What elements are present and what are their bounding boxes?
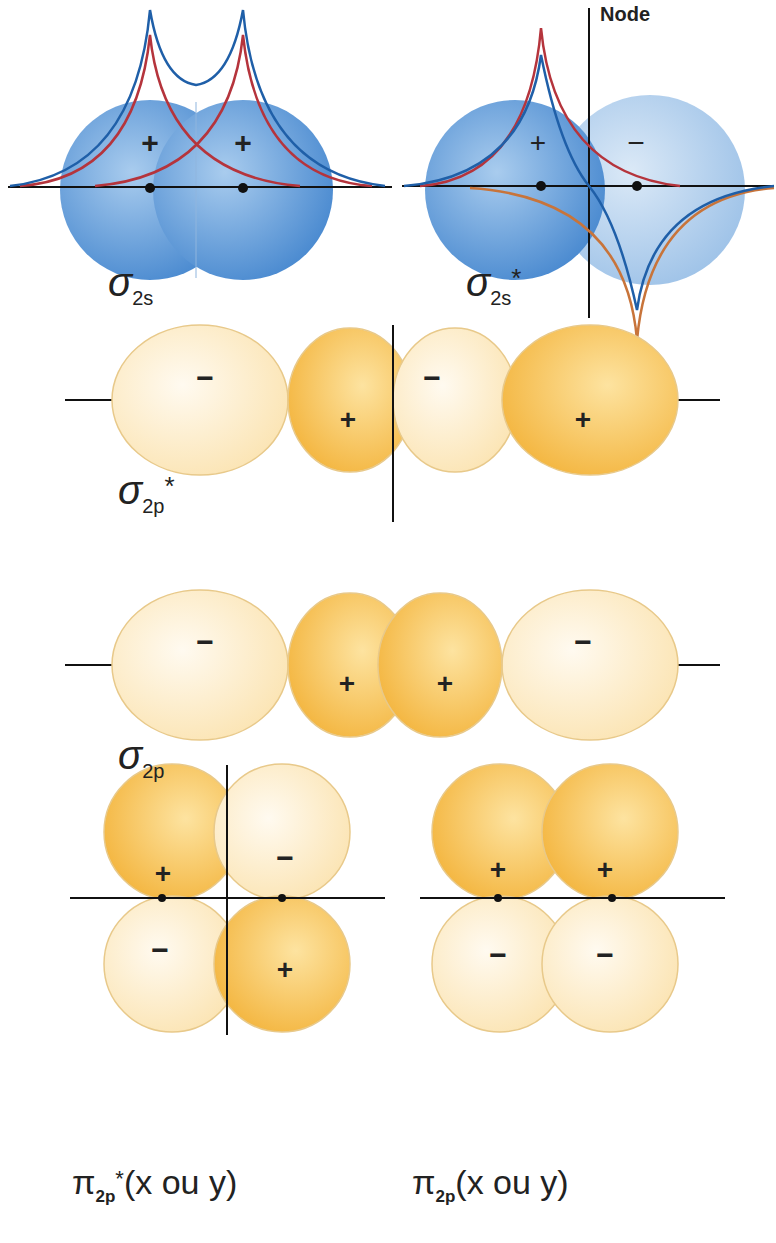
phase-sign: +: [339, 670, 355, 698]
phase-sign: −: [574, 627, 592, 657]
orbital-name: σ2s*: [466, 262, 521, 308]
orbital-name: σ2p*: [118, 470, 175, 516]
phase-sign: −: [276, 843, 294, 873]
pi-2p: [420, 764, 725, 1032]
sigma-2p: [65, 590, 720, 740]
pi-2p-star: [70, 764, 385, 1035]
phase-sign: −: [151, 935, 169, 965]
phase-sign: −: [596, 940, 614, 970]
orbital-name: π2p(x ou y): [412, 1165, 569, 1205]
phase-sign: +: [155, 860, 171, 888]
orbital-name: σ2s: [108, 262, 153, 308]
phase-sign: +: [490, 856, 506, 884]
node-label: Node: [600, 4, 650, 24]
phase-sign: +: [141, 128, 159, 158]
phase-sign: −: [196, 363, 214, 393]
phase-sign: +: [530, 129, 546, 157]
sigma-2p-star: [65, 325, 720, 522]
phase-sign: +: [437, 670, 453, 698]
phase-sign: −: [196, 627, 214, 657]
phase-sign: +: [234, 128, 252, 158]
sigma-2s-star: [402, 8, 774, 340]
orbital-name: σ2p: [118, 735, 164, 781]
phase-sign: +: [575, 406, 591, 434]
phase-sign: −: [423, 363, 441, 393]
phase-sign: −: [627, 128, 645, 158]
sigma-2s: [8, 10, 392, 280]
phase-sign: +: [597, 856, 613, 884]
phase-sign: +: [340, 406, 356, 434]
orbital-name: π2p*(x ou y): [72, 1165, 237, 1205]
phase-sign: +: [277, 956, 293, 984]
phase-sign: −: [489, 940, 507, 970]
